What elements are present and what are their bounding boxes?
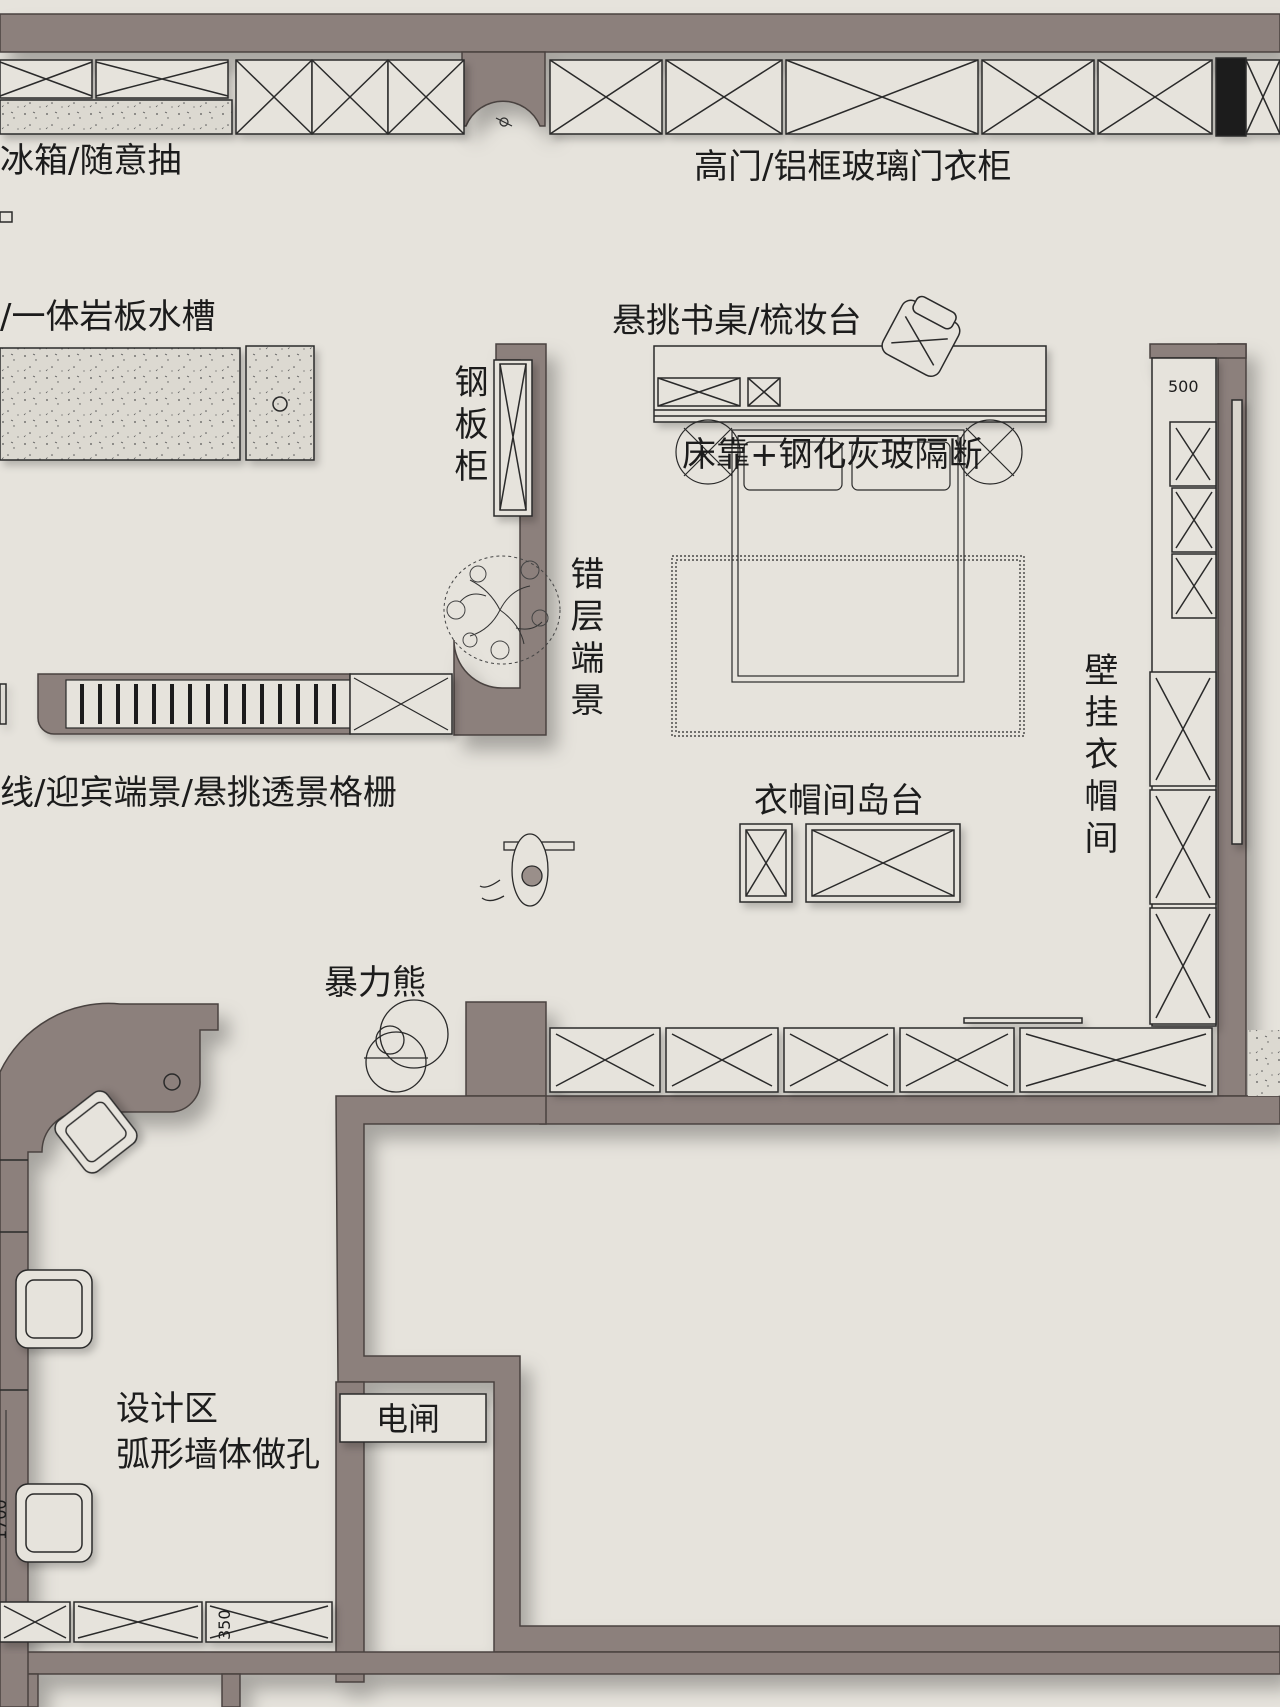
label-wall-closet: 壁挂衣帽间: [1078, 652, 1118, 862]
closet-island: [739, 823, 961, 903]
label-sink: /一体岩板水槽: [0, 297, 215, 337]
dimension-500: 500: [1168, 377, 1199, 396]
bear-sculpture-icon: [364, 999, 449, 1093]
bottom-closet: [549, 1017, 1213, 1093]
label-desk: 悬挑书桌/梳妆台: [612, 301, 861, 341]
entry-grille: [0, 673, 453, 735]
label-steel-cabinet: 钢板柜: [448, 364, 488, 490]
desk: [653, 345, 1047, 423]
electric-box: [339, 1393, 487, 1443]
dimension-1700: 1700: [0, 1499, 10, 1540]
tree-icon: [443, 555, 561, 665]
label-headboard: 床靠+钢化灰玻隔断: [682, 435, 983, 475]
label-split-level: 错层端景: [564, 556, 604, 724]
wall-closet: [1149, 357, 1243, 1027]
bottom-left-cabinets: [0, 1601, 333, 1643]
desk-chair-icon: [881, 295, 961, 377]
person-icon: [479, 833, 575, 907]
labels: 冰箱/随意抽 高门/铝框玻璃门衣柜 /一体岩板水槽 悬挑书桌/梳妆台 钢板柜 床…: [0, 141, 1199, 1640]
bed: [671, 419, 1025, 737]
design-area-furniture: [0, 1073, 181, 1620]
dimension-350: 350: [215, 1609, 234, 1640]
label-entry-line: 线/迎宾端景/悬挑透景格栅: [0, 773, 397, 813]
label-fridge: 冰箱/随意抽: [0, 141, 181, 181]
label-island: 衣帽间岛台: [754, 781, 924, 821]
label-arc-wall: 弧形墙体做孔: [116, 1435, 320, 1475]
label-wardrobe: 高门/铝框玻璃门衣柜: [694, 147, 1011, 187]
label-design-area: 设计区: [116, 1389, 218, 1429]
top-cabinets-left: [0, 59, 465, 135]
label-electric-box: 电闸: [376, 1400, 440, 1438]
top-door: [495, 117, 513, 127]
top-wardrobe: [549, 57, 1280, 137]
label-bear: 暴力熊: [324, 963, 426, 1003]
sink-counter: [0, 345, 315, 461]
steel-cabinet: [493, 359, 533, 517]
